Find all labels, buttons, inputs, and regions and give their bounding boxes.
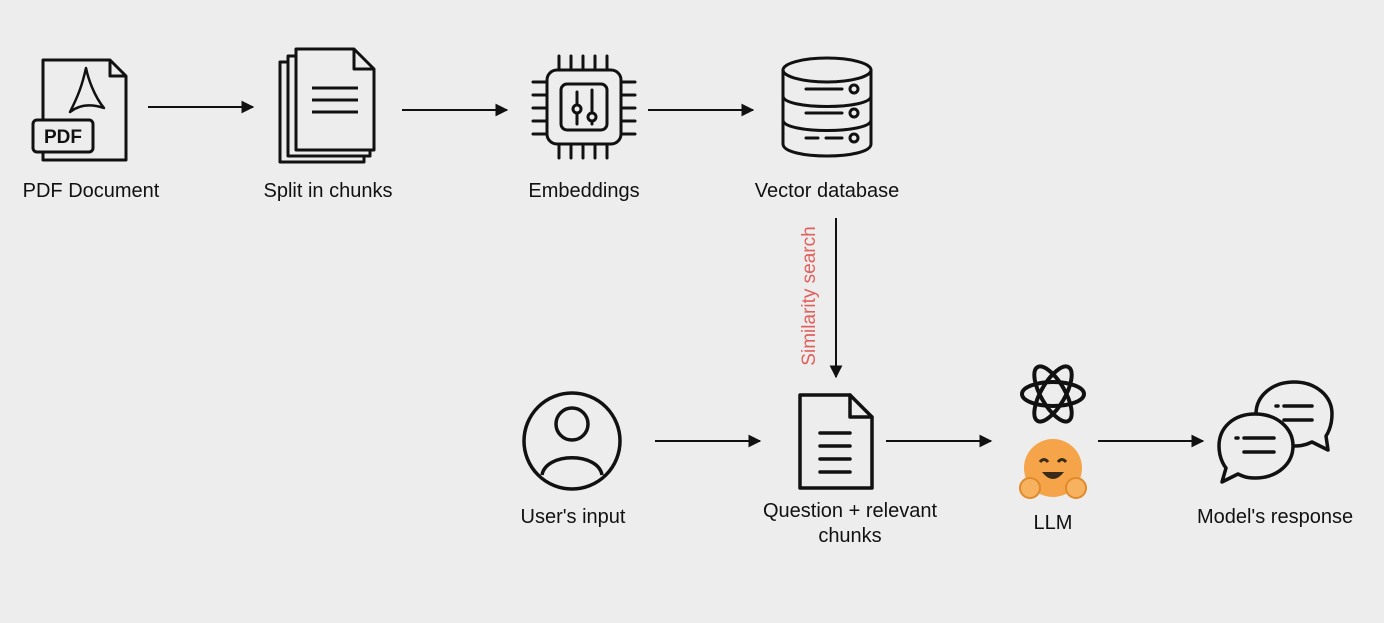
pdf-file-icon: PDF xyxy=(31,58,128,162)
user-icon xyxy=(522,391,622,491)
users-input-label: User's input xyxy=(520,506,626,528)
pdf-badge: PDF xyxy=(44,127,82,148)
pdf-document-label: PDF Document xyxy=(22,180,160,202)
llm-label: LLM xyxy=(1033,512,1073,534)
openai-logo-icon xyxy=(1020,364,1086,424)
stacked-documents-icon xyxy=(278,47,376,164)
hugging-face-icon xyxy=(1019,439,1087,499)
embeddings-label: Embeddings xyxy=(528,180,640,202)
chip-icon xyxy=(531,54,637,160)
chat-bubbles-icon xyxy=(1217,380,1334,484)
similarity-search-label: Similarity search xyxy=(799,226,820,366)
document-icon xyxy=(798,393,874,490)
question-relevant-chunks-label: Question + relevant chunks xyxy=(763,500,937,547)
models-response-label: Model's response xyxy=(1196,506,1354,528)
vector-database-label: Vector database xyxy=(754,180,900,202)
split-in-chunks-label: Split in chunks xyxy=(263,180,393,202)
database-icon xyxy=(781,56,873,158)
